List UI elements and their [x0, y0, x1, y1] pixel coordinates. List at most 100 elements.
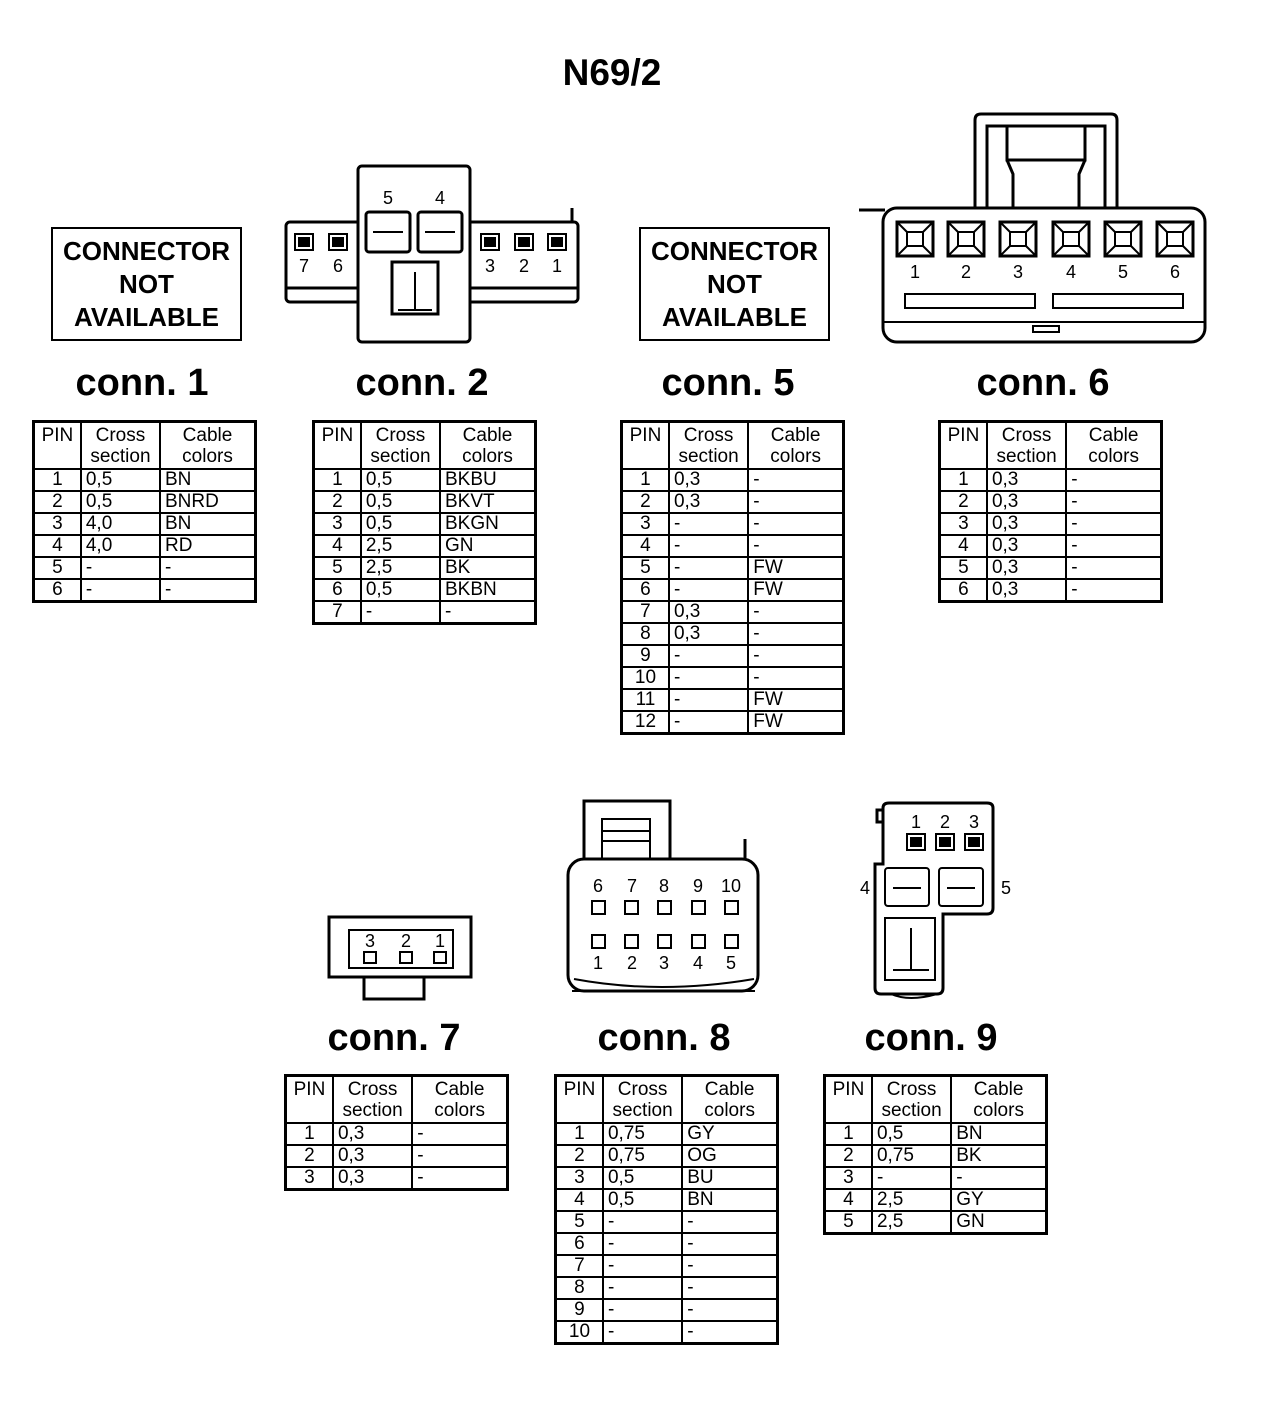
- header-line: colors: [704, 1100, 755, 1121]
- cell-pin: 9: [621, 644, 669, 667]
- table-row: 5--: [33, 556, 256, 579]
- pin-label: 5: [726, 953, 736, 973]
- na-line: CONNECTOR: [62, 236, 231, 266]
- table-row: 9--: [621, 644, 844, 667]
- cell-pin: 4: [939, 534, 987, 557]
- pin-label: 10: [721, 876, 741, 896]
- cell-cross: -: [667, 512, 749, 535]
- cell-pin: 3: [285, 1166, 333, 1190]
- cell-pin: 5: [313, 556, 361, 579]
- cell-pin: 6: [621, 578, 669, 601]
- cell-color: RD: [159, 534, 256, 557]
- table-row: 4--: [621, 534, 844, 557]
- cell-color: FW: [747, 556, 844, 579]
- cell-cross: 0,5: [79, 490, 160, 513]
- pin-label: 8: [659, 876, 669, 896]
- table-row: 8--: [555, 1276, 778, 1299]
- connector-6-drawing: 1 2 3 4 5 6: [859, 112, 1207, 344]
- connector-not-available-1: CONNECTOR NOT AVAILABLE: [51, 227, 242, 341]
- header-pin: PIN: [313, 421, 361, 470]
- na-line: NOT: [707, 269, 762, 299]
- cell-pin: 12: [621, 710, 669, 734]
- cell-cross: 0,3: [985, 469, 1067, 491]
- cell-cross: -: [601, 1210, 683, 1233]
- cell-cross: 0,3: [331, 1123, 413, 1145]
- cell-pin: 2: [313, 490, 361, 513]
- cell-color: -: [159, 556, 256, 579]
- header-line: Cross: [617, 1079, 668, 1100]
- cell-pin: 7: [313, 600, 361, 624]
- table-row: 10--: [621, 666, 844, 689]
- cell-color: -: [747, 469, 844, 491]
- header-line: Cable: [434, 1079, 485, 1100]
- header-line: section: [881, 1100, 942, 1121]
- cell-pin: 10: [621, 666, 669, 689]
- cell-color: -: [1065, 490, 1162, 513]
- cell-cross: -: [601, 1254, 683, 1277]
- cell-color: GY: [950, 1188, 1047, 1211]
- header-line: colors: [770, 446, 821, 467]
- cell-cross: -: [667, 710, 749, 734]
- cell-cross: 0,3: [985, 490, 1067, 513]
- cell-cross: 0,3: [985, 556, 1067, 579]
- cell-color: -: [747, 490, 844, 513]
- header-line: Cross: [886, 1079, 937, 1100]
- cell-pin: 1: [332, 469, 343, 490]
- header-line: colors: [434, 1100, 485, 1121]
- pin-label: 3: [659, 953, 669, 973]
- pin-label: 2: [940, 812, 950, 832]
- cell-color: -: [681, 1254, 778, 1277]
- cell-color: -: [1065, 512, 1162, 535]
- cell-pin: 7: [555, 1254, 603, 1277]
- cell-pin: 5: [555, 1210, 603, 1233]
- pin-label: 6: [1170, 262, 1180, 282]
- table-row: 7--: [555, 1254, 778, 1277]
- cell-color: -: [747, 512, 844, 535]
- cell-color: -: [1065, 469, 1162, 491]
- pin-label: 9: [693, 876, 703, 896]
- cell-color: -: [411, 1144, 508, 1167]
- pin-label: 5: [1118, 262, 1128, 282]
- table-row: 6--: [33, 578, 256, 602]
- cell-pin: 6: [313, 578, 361, 601]
- cell-cross: 0,3: [985, 534, 1067, 557]
- header-pin: PIN: [939, 421, 987, 470]
- cell-color: BKBU: [439, 469, 536, 491]
- cell-cross: -: [667, 644, 749, 667]
- cell-pin: 4: [313, 534, 361, 557]
- pin-label: 2: [961, 262, 971, 282]
- cell-color: FW: [747, 710, 844, 734]
- pin-label: 5: [1001, 878, 1011, 898]
- cell-color: -: [681, 1298, 778, 1321]
- pin-label: 4: [860, 878, 870, 898]
- na-line: NOT: [119, 269, 174, 299]
- pin-label: 3: [969, 812, 979, 832]
- table-row: 9--: [555, 1298, 778, 1321]
- connector-not-available-5: CONNECTOR NOT AVAILABLE: [639, 227, 830, 341]
- table-row: 5-FW: [621, 556, 844, 579]
- pin-label: 2: [401, 931, 411, 951]
- pin-label: 3: [1013, 262, 1023, 282]
- pin-label: 4: [435, 188, 445, 208]
- cell-color: -: [1065, 556, 1162, 579]
